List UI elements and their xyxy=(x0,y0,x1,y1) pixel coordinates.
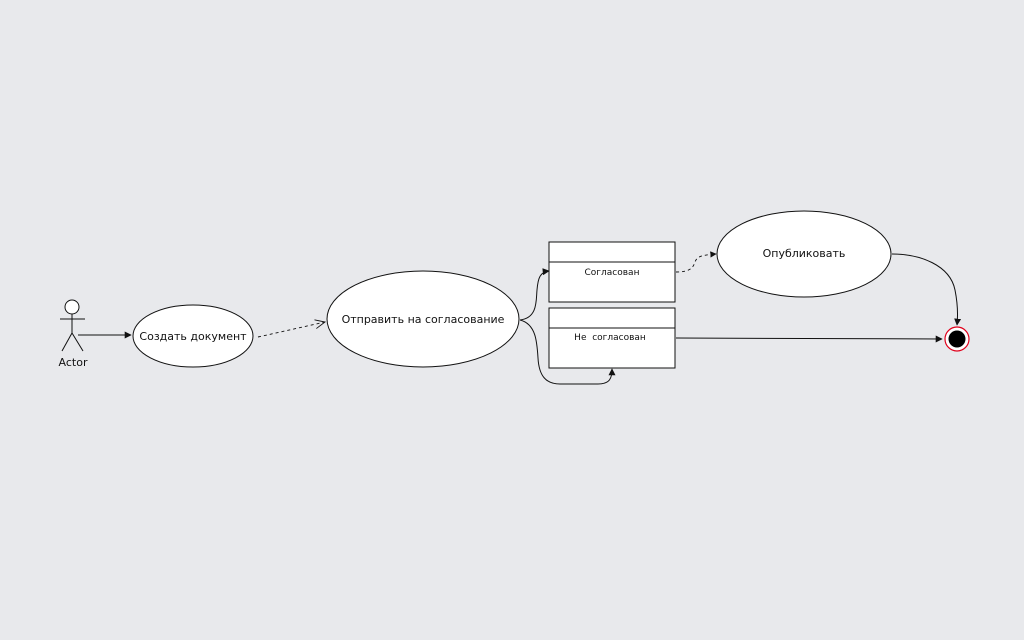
end-state-core xyxy=(948,330,966,348)
edge-create-to-send xyxy=(257,322,325,338)
usecase-create-document-shape xyxy=(132,304,254,368)
usecase-create-document-label: Создать документ xyxy=(139,330,247,343)
actor-label: Actor xyxy=(59,356,88,369)
state-not-approved-label: Не согласован xyxy=(574,333,646,343)
usecase-publish-shape xyxy=(716,210,892,298)
usecase-create-document[interactable]: Создать документ xyxy=(132,304,254,368)
edge-send-to-not-approved xyxy=(519,319,616,385)
state-approved[interactable]: Согласован xyxy=(548,241,676,303)
actor-leg-left xyxy=(61,332,73,352)
edge-not-approved-to-end xyxy=(675,335,943,343)
state-approved-label: Согласован xyxy=(585,268,640,278)
edge-approved-to-publish xyxy=(675,251,717,273)
usecase-publish-label: Опубликовать xyxy=(763,247,846,260)
usecase-send-for-approval[interactable]: Отправить на согласование xyxy=(326,270,520,368)
state-not-approved-shape xyxy=(548,307,676,369)
actor[interactable]: Actor xyxy=(59,299,88,369)
state-approved-shape xyxy=(548,241,676,303)
usecase-send-for-approval-shape xyxy=(326,270,520,368)
usecase-send-for-approval-label: Отправить на согласование xyxy=(342,313,505,326)
end-state[interactable] xyxy=(944,326,970,352)
edge-send-to-approved xyxy=(519,268,550,321)
edge-publish-to-end xyxy=(891,253,962,326)
state-not-approved[interactable]: Не согласован xyxy=(548,307,676,369)
usecase-publish[interactable]: Опубликовать xyxy=(716,210,892,298)
actor-leg-right xyxy=(71,332,84,352)
actor-head xyxy=(64,299,80,315)
